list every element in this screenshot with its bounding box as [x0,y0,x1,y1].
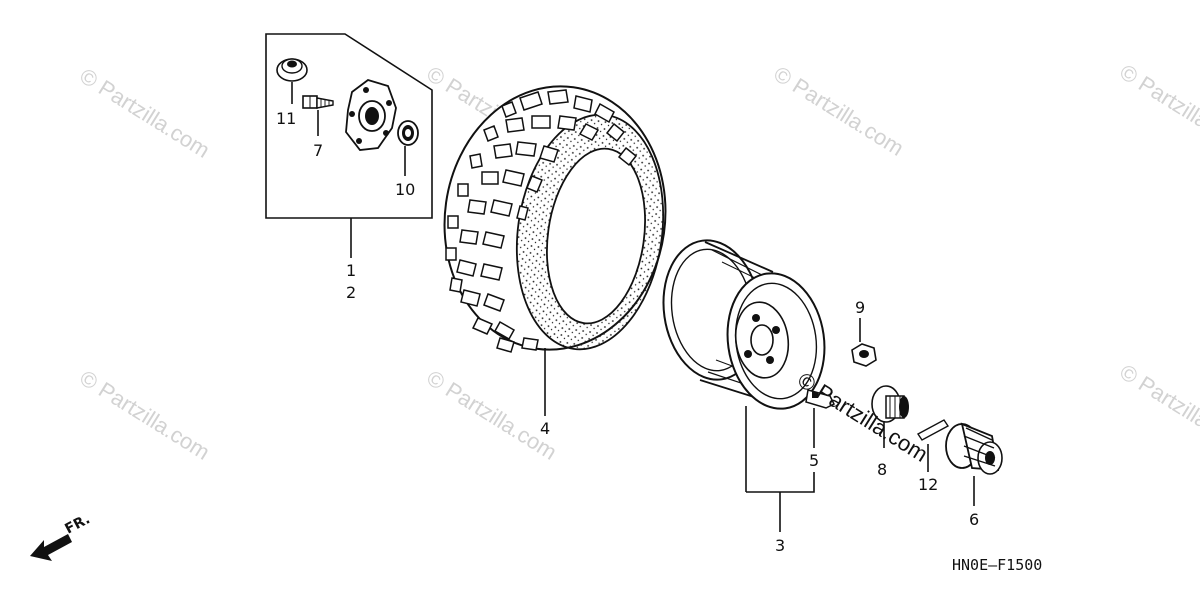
arrow-icon [30,534,72,561]
callout-3: 3 [775,536,785,555]
watermark-7: © Partzilla.com [1115,359,1200,459]
hub-cap-part-6[interactable] [945,422,1003,506]
callout-2: 2 [346,283,356,302]
watermark-4: © Partzilla.com [1115,59,1200,159]
tire-part-4[interactable] [428,72,683,416]
callout-12: 12 [918,475,938,494]
callout-6: 6 [969,510,979,529]
callout-7: 7 [313,141,323,160]
diagram-code: HN0E—F1500 [952,556,1042,574]
callout-9: 9 [855,298,865,317]
watermark-6: © Partzilla.com [422,365,561,465]
callout-10: 10 [395,180,415,199]
callout-8: 8 [877,460,887,479]
front-direction-arrow: FR. [30,511,93,561]
leader-3-bracket [746,472,815,532]
wheel-hub[interactable] [345,79,397,151]
wheel-rim[interactable] [655,234,833,492]
nut-part-9[interactable] [851,318,877,367]
tread-blocks [445,89,638,353]
callout-4: 4 [540,419,550,438]
cap-adapter-part-8[interactable] [871,385,909,448]
direction-label: FR. [62,511,92,537]
cotter-pin-part-12[interactable] [916,419,950,472]
callout-labels: 11 7 10 1 2 4 9 5 8 12 6 3 [276,109,979,555]
callout-5: 5 [809,451,819,470]
oil-seal-part-10[interactable] [397,120,419,146]
callout-11: 11 [276,109,296,128]
hub-assembly-group [265,33,433,219]
watermark-3: © Partzilla.com [769,61,908,161]
bolt-part-7[interactable] [302,95,334,109]
collar-part-11[interactable] [276,58,308,82]
watermark-1: © Partzilla.com [75,63,214,163]
callout-1: 1 [346,261,356,280]
watermark-5: © Partzilla.com [75,365,214,465]
valve-stem-part-5[interactable] [805,389,836,448]
